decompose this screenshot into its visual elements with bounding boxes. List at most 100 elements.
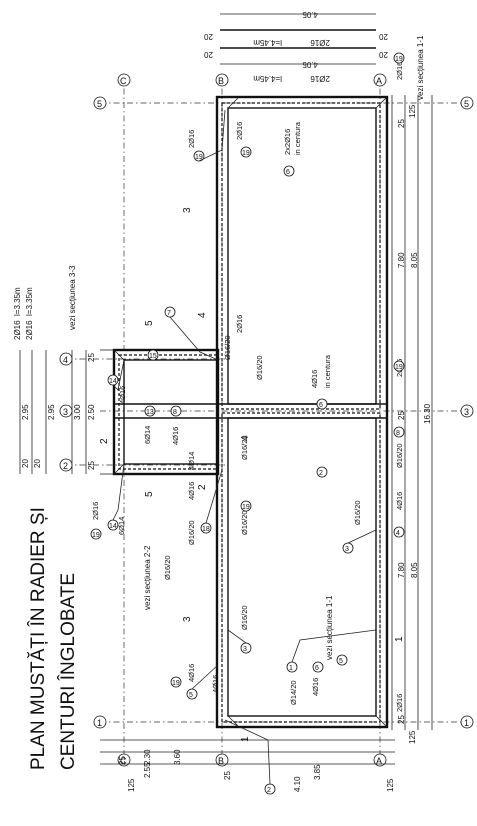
svg-text:3.60: 3.60 — [173, 749, 182, 765]
svg-text:1: 1 — [289, 665, 293, 672]
svg-text:14: 14 — [109, 378, 117, 385]
leader-lines — [112, 109, 377, 785]
svg-text:1: 1 — [97, 718, 102, 728]
section-ref-1-1-top: vezi secțiunea 1-1 — [416, 35, 425, 100]
svg-text:19: 19 — [92, 532, 100, 539]
axis-markers-top: A B C — [117, 73, 387, 87]
svg-text:2.95: 2.95 — [21, 404, 30, 420]
svg-text:A: A — [376, 756, 382, 766]
svg-text:4Ø14: 4Ø14 — [187, 452, 196, 470]
svg-text:5: 5 — [144, 320, 155, 326]
svg-text:25: 25 — [87, 353, 96, 362]
svg-text:2Ø16: 2Ø16 — [310, 38, 330, 47]
box-outline — [100, 348, 220, 476]
svg-text:19: 19 — [395, 364, 403, 371]
svg-text:l=4.45m: l=4.45m — [253, 38, 282, 47]
svg-text:2.55: 2.55 — [143, 762, 152, 778]
svg-text:2.50: 2.50 — [87, 404, 96, 420]
dims-right: 125 25 7.80 8.05 25 7.80 8.05 25 125 16.… — [391, 95, 433, 744]
svg-text:Ø16/20: Ø16/20 — [240, 435, 249, 460]
svg-text:3: 3 — [182, 207, 193, 213]
svg-text:5: 5 — [97, 99, 102, 109]
svg-text:2: 2 — [99, 438, 110, 444]
svg-text:25: 25 — [397, 119, 406, 128]
section-refs: vezi secțiunea 2-2 vezi secțiunea 1-1 — [143, 545, 334, 660]
svg-text:8.05: 8.05 — [410, 252, 419, 268]
svg-text:4Ø16: 4Ø16 — [395, 492, 404, 510]
svg-text:4Ø16: 4Ø16 — [311, 678, 320, 696]
svg-text:19: 19 — [195, 154, 203, 161]
raft-outline — [215, 95, 389, 729]
svg-text:l=3.35m: l=3.35m — [25, 287, 34, 316]
svg-text:4Ø16: 4Ø16 — [171, 427, 180, 445]
svg-text:7.80: 7.80 — [397, 252, 406, 268]
svg-text:Ø16/20: Ø16/20 — [255, 355, 264, 380]
svg-text:2: 2 — [267, 787, 271, 794]
svg-text:5: 5 — [464, 99, 469, 109]
svg-text:l=4.45m: l=4.45m — [253, 74, 282, 83]
svg-text:25: 25 — [397, 411, 406, 420]
svg-text:13: 13 — [146, 409, 154, 416]
svg-text:2.95: 2.95 — [47, 404, 56, 420]
svg-text:2Ø16: 2Ø16 — [395, 62, 404, 80]
svg-text:125: 125 — [408, 730, 417, 744]
title-line-2: CENTURI ÎNGLOBATE — [57, 573, 79, 770]
svg-text:7: 7 — [167, 310, 171, 317]
svg-text:3.85: 3.85 — [313, 764, 322, 780]
svg-text:4.10: 4.10 — [293, 776, 302, 792]
svg-text:16.30: 16.30 — [423, 403, 432, 424]
svg-text:20: 20 — [379, 32, 388, 41]
svg-text:19: 19 — [395, 56, 403, 63]
bar-mark-labels: 2Ø16 2Ø16 Ø16/20 Ø16/20 Ø16/20 4Ø16 4Ø16… — [91, 62, 404, 712]
svg-text:4: 4 — [240, 435, 251, 441]
svg-text:3: 3 — [243, 646, 247, 653]
svg-text:18: 18 — [202, 526, 210, 533]
corner-bars — [113, 97, 387, 727]
svg-text:25: 25 — [397, 715, 406, 724]
svg-text:1: 1 — [464, 718, 469, 728]
svg-text:2.30: 2.30 — [143, 749, 152, 765]
svg-text:6Ø14: 6Ø14 — [117, 517, 126, 535]
svg-text:C: C — [120, 76, 127, 86]
svg-text:19: 19 — [172, 680, 180, 687]
svg-text:Ø16/20: Ø16/20 — [240, 605, 249, 630]
svg-text:4.05: 4.05 — [302, 60, 318, 69]
svg-text:2Ø16: 2Ø16 — [235, 315, 244, 333]
svg-text:2: 2 — [319, 470, 323, 477]
svg-text:Ø16/20: Ø16/20 — [223, 335, 232, 360]
svg-text:3: 3 — [63, 407, 68, 417]
svg-text:2: 2 — [63, 461, 68, 471]
svg-text:19: 19 — [242, 504, 250, 511]
svg-text:15: 15 — [149, 353, 157, 360]
top-left-dims: 20 2.95 20 2.95 3.00 25 2.50 25 l=3.35m … — [13, 265, 96, 474]
svg-text:4.05: 4.05 — [302, 10, 318, 19]
svg-text:8.05: 8.05 — [410, 562, 419, 578]
svg-text:5: 5 — [189, 692, 193, 699]
svg-text:Ø14/20: Ø14/20 — [289, 680, 298, 705]
axis-markers-small: 2 3 4 — [59, 352, 73, 472]
svg-text:20: 20 — [204, 50, 213, 59]
svg-text:Ø16/20: Ø16/20 — [395, 443, 404, 468]
svg-text:A: A — [376, 76, 382, 86]
svg-text:3: 3 — [345, 546, 349, 553]
svg-text:25: 25 — [87, 461, 96, 470]
svg-text:7.80: 7.80 — [397, 562, 406, 578]
axis-markers-right: 1 3 5 — [460, 96, 474, 729]
svg-text:3: 3 — [182, 616, 193, 622]
svg-text:2Ø16: 2Ø16 — [13, 320, 22, 340]
svg-text:in centura: in centura — [323, 354, 332, 388]
svg-text:5: 5 — [144, 491, 155, 497]
svg-text:3: 3 — [464, 407, 469, 417]
svg-text:l=3.35m: l=3.35m — [13, 287, 22, 316]
svg-text:6: 6 — [286, 169, 290, 176]
svg-text:2x2Ø16: 2x2Ø16 — [283, 129, 292, 155]
svg-text:2Ø16: 2Ø16 — [187, 130, 196, 148]
svg-text:1: 1 — [240, 736, 251, 742]
svg-text:20: 20 — [379, 50, 388, 59]
svg-text:3.00: 3.00 — [73, 404, 82, 420]
svg-text:125: 125 — [386, 778, 395, 792]
svg-text:4Ø16: 4Ø16 — [310, 370, 319, 388]
svg-text:B: B — [218, 756, 224, 766]
